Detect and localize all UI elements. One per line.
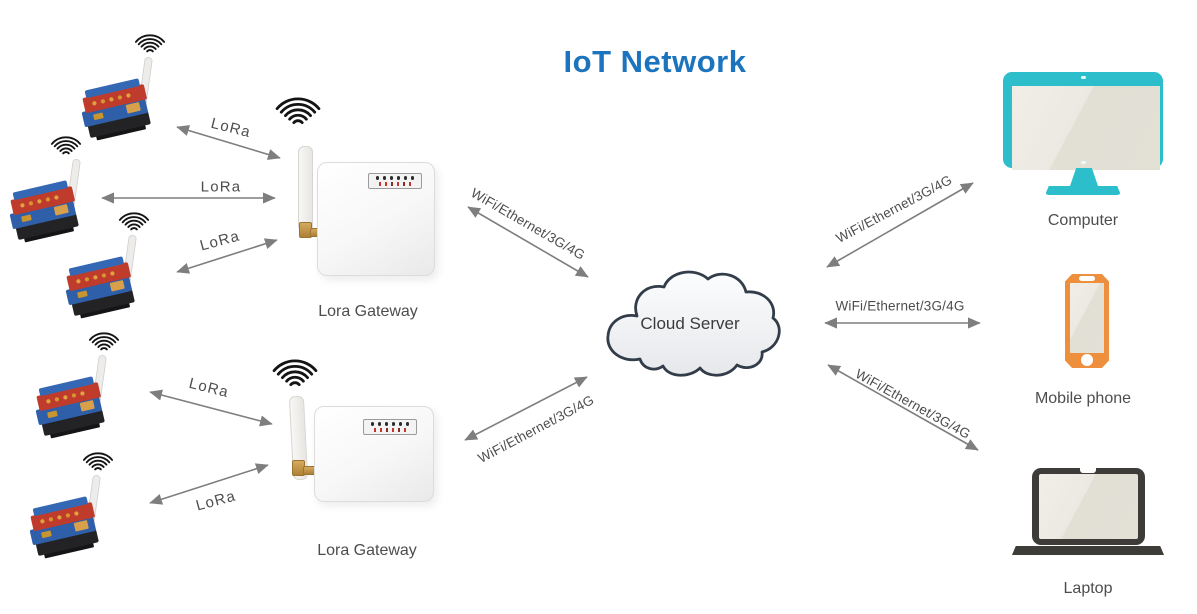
laptop-screen <box>1039 474 1138 539</box>
monitor-camera-dot <box>1081 76 1086 79</box>
led-marks <box>373 181 417 186</box>
cloud-server: Cloud Server <box>598 260 782 384</box>
lora-node <box>20 446 124 566</box>
computer-screen <box>1012 86 1160 170</box>
led-dots <box>373 176 417 180</box>
gateway-led-panel <box>368 173 422 189</box>
mobile-phone: Mobile phone <box>1023 266 1143 416</box>
phone-home-button <box>1081 354 1093 366</box>
wifi-signal-icon <box>114 206 154 233</box>
wifi-signal-icon <box>78 446 118 473</box>
laptop-camera-notch <box>1080 468 1096 473</box>
diagram-title: IoT Network <box>563 44 747 79</box>
wan-link-label: WiFi/Ethernet/3G/4G <box>835 298 965 314</box>
wan-link-label: WiFi/Ethernet/3G/4G <box>852 366 974 442</box>
monitor-button-dot <box>1081 161 1086 164</box>
lora-link-label: LoRa <box>209 114 253 142</box>
laptop-base <box>1012 546 1164 555</box>
laptop-label: Laptop <box>1063 580 1113 597</box>
lora-link-label: LoRa <box>200 178 242 196</box>
lora-link-label: LoRa <box>194 487 238 515</box>
computer-icon <box>1003 72 1163 170</box>
lora-gateway: Lora Gateway <box>255 342 460 572</box>
monitor-stand <box>1070 168 1098 186</box>
wifi-signal-icon <box>46 130 86 157</box>
lora-node <box>26 326 130 446</box>
lora-link-label: LoRa <box>187 374 231 402</box>
wan-link-label: WiFi/Ethernet/3G/4G <box>475 392 597 466</box>
gateway-antenna <box>298 146 313 232</box>
computer-label: Computer <box>1047 212 1119 229</box>
computer: Computer <box>1000 64 1166 234</box>
wifi-signal-icon <box>84 326 124 353</box>
phone-screen <box>1070 283 1104 353</box>
wan-link-label: WiFi/Ethernet/3G/4G <box>468 185 588 263</box>
gateway-label: Lora Gateway <box>318 303 418 320</box>
gateway-label: Lora Gateway <box>317 542 417 559</box>
lora-node <box>56 206 160 326</box>
gateway-led-panel <box>363 419 417 435</box>
lora-link-label: LoRa <box>198 227 242 255</box>
led-dots <box>368 422 412 426</box>
monitor-base <box>1045 186 1121 195</box>
wan-link-label: WiFi/Ethernet/3G/4G <box>833 172 955 246</box>
lora-node-device-icon <box>20 473 118 566</box>
phone-speaker <box>1079 276 1095 281</box>
lora-gateway: Lora Gateway <box>258 84 463 334</box>
wifi-signal-icon <box>268 88 328 128</box>
cloud-icon <box>606 270 781 377</box>
lora-node-device-icon <box>56 233 154 326</box>
cloud-server-label: Cloud Server <box>640 314 740 333</box>
led-marks <box>368 427 412 432</box>
wifi-signal-icon <box>265 350 325 390</box>
wifi-signal-icon <box>130 28 170 55</box>
gateway-body <box>317 162 435 276</box>
mobile-phone-label: Mobile phone <box>1034 390 1132 407</box>
lora-node-device-icon <box>26 353 124 446</box>
laptop: Laptop <box>1010 458 1166 603</box>
gateway-body <box>314 406 434 502</box>
